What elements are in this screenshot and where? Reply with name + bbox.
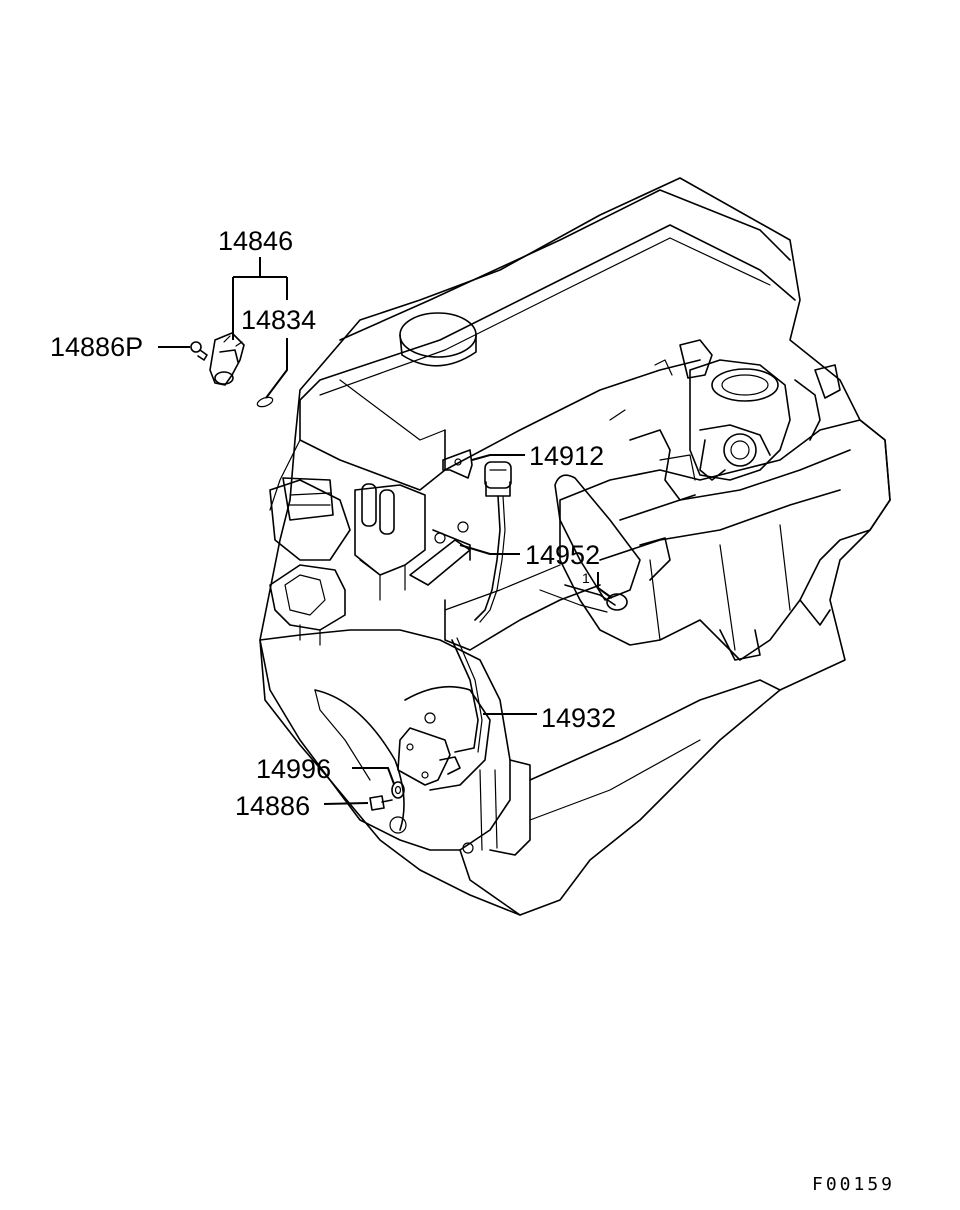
label-14996: 14996	[256, 754, 331, 784]
label-14834: 14834	[241, 305, 316, 335]
sensor-connector	[484, 461, 512, 497]
leader-14834	[265, 338, 288, 399]
leader-14846	[232, 257, 288, 340]
washer-14996	[391, 781, 405, 799]
sensor-bolt-14886p	[190, 341, 208, 361]
crankshaft-position-sensor	[397, 712, 461, 786]
part-labels: 14846 14834 14886P 14912 14952 1 14932 1…	[50, 226, 616, 821]
label-14952: 14952	[525, 540, 600, 570]
bolt-14886	[369, 795, 393, 811]
throttle-body	[609, 339, 841, 501]
bracket-14912	[442, 449, 473, 479]
label-14932: 14932	[541, 703, 616, 733]
leader-14912	[471, 454, 525, 461]
label-14886p: 14886P	[50, 332, 143, 362]
o-ring	[256, 396, 274, 408]
leader-14886	[323, 802, 369, 805]
figure-code: F00159	[812, 1174, 895, 1195]
leader-1	[597, 572, 613, 599]
leader-14996	[352, 767, 395, 785]
label-14846: 14846	[218, 226, 293, 256]
intake-manifold	[539, 419, 891, 661]
engine-block	[259, 177, 891, 916]
camshaft-position-sensor	[209, 332, 245, 386]
leader-lines	[158, 257, 613, 805]
label-14886: 14886	[235, 791, 310, 821]
label-14912: 14912	[529, 441, 604, 471]
sensor-harness	[451, 495, 506, 753]
label-1: 1	[582, 570, 590, 586]
leader-14952	[459, 544, 520, 555]
harness-bracket-14952	[409, 521, 471, 586]
